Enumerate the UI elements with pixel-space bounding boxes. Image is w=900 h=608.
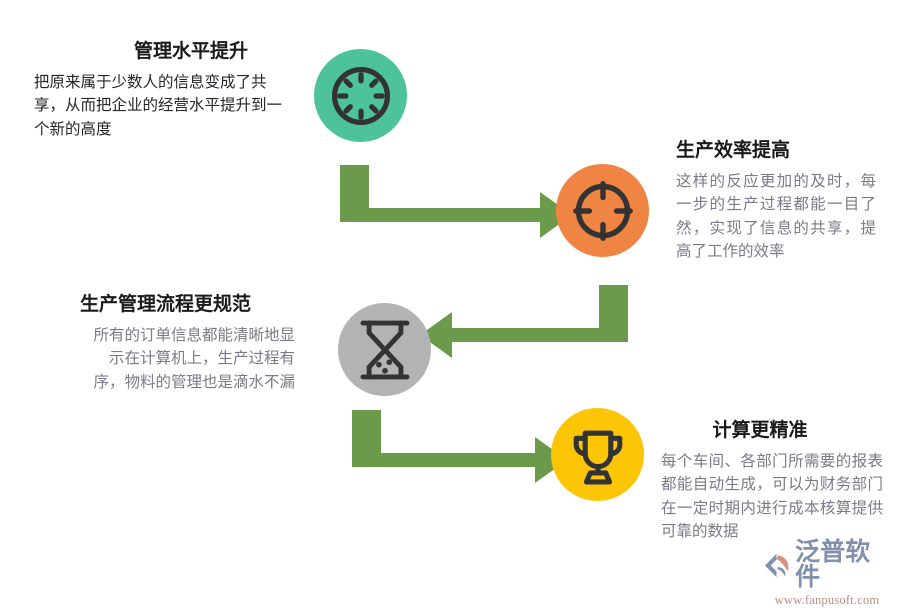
node-circle-process (338, 303, 431, 396)
logo-url: www.fanpusoft.com (774, 593, 880, 607)
logo-watermark: 泛普软件 www.fanpusoft.com (762, 540, 892, 607)
fanpu-logo-mark (764, 553, 789, 577)
node-circle-management (314, 49, 407, 142)
hourglass-icon (360, 320, 409, 379)
spinner-icon (331, 66, 390, 125)
text-block-accuracy: 计算更精准 每个车间、各部门所需要的报表都能自动生成，可以为财务部门在一定时期内… (661, 419, 883, 544)
arrow-spinner-to-target (340, 165, 572, 238)
block-title-process: 生产管理流程更规范 (80, 294, 252, 315)
target-icon (572, 180, 633, 241)
arrow-hourglass-to-trophy (352, 410, 567, 483)
text-block-efficiency: 生产效率提高 这样的反应更加的及时，每一步的生产过程都能一目了然，实现了信息的共… (676, 139, 876, 264)
text-block-process: 生产管理流程更规范 所有的订单信息都能清晰地显示在计算机上，生产过程有序，物料的… (80, 293, 295, 394)
block-title-management: 管理水平提升 (133, 41, 248, 62)
block-title-efficiency: 生产效率提高 (676, 140, 791, 161)
trophy-icon (573, 430, 622, 484)
text-block-management: 管理水平提升 把原来属于少数人的信息变成了共享，从而把企业的经营水平提升到一个新… (34, 40, 290, 141)
node-circle-efficiency (556, 164, 649, 257)
block-title-accuracy: 计算更精准 (712, 420, 808, 441)
block-body-process: 所有的订单信息都能清晰地显示在计算机上，生产过程有序，物料的管理也是滴水不漏 (93, 326, 295, 391)
logo-row: 泛普软件 (762, 540, 892, 590)
block-body-management: 把原来属于少数人的信息变成了共享，从而把企业的经营水平提升到一个新的高度 (34, 73, 283, 138)
block-body-accuracy: 每个车间、各部门所需要的报表都能自动生成，可以为财务部门在一定时期内进行成本核算… (661, 452, 883, 541)
logo-wordmark: 泛普软件 (795, 538, 871, 591)
block-body-efficiency: 这样的反应更加的及时，每一步的生产过程都能一目了然，实现了信息的共享，提高了工作… (676, 172, 876, 261)
arrow-target-to-hourglass (420, 285, 628, 358)
node-circle-accuracy (551, 408, 644, 501)
